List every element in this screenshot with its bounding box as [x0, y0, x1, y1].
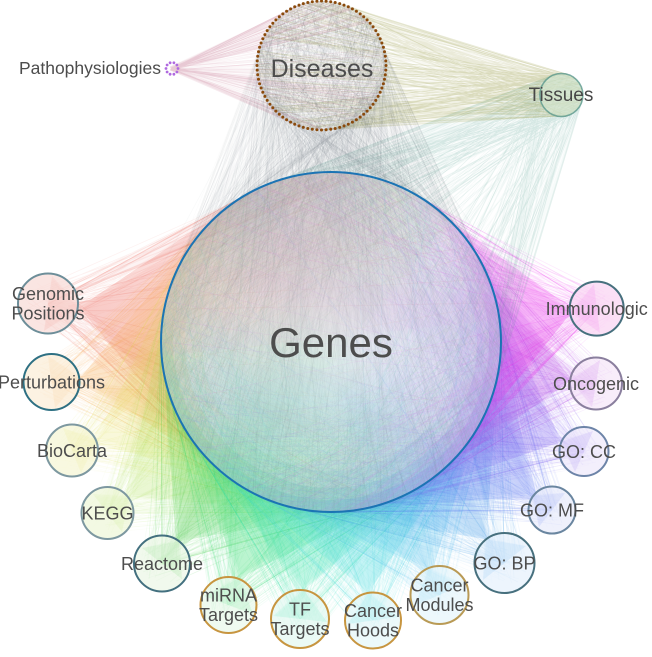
svg-text:TF: TF	[289, 600, 311, 620]
svg-text:Modules: Modules	[405, 595, 473, 615]
svg-text:GO: CC: GO: CC	[552, 442, 616, 462]
svg-text:miRNA: miRNA	[200, 586, 257, 606]
svg-text:Cancer: Cancer	[410, 576, 468, 596]
svg-text:Immunologic: Immunologic	[546, 299, 648, 319]
svg-text:Oncogenic: Oncogenic	[553, 374, 639, 394]
svg-text:KEGG: KEGG	[81, 503, 133, 523]
svg-text:Reactome: Reactome	[121, 554, 203, 574]
svg-text:Positions: Positions	[11, 304, 84, 324]
svg-text:Genomic: Genomic	[12, 284, 84, 304]
svg-text:BioCarta: BioCarta	[37, 441, 108, 461]
svg-text:Perturbations: Perturbations	[0, 372, 105, 392]
svg-text:Cancer: Cancer	[344, 601, 402, 621]
svg-text:Genes: Genes	[269, 319, 393, 366]
svg-text:Diseases: Diseases	[271, 55, 374, 83]
svg-text:GO: BP: GO: BP	[473, 553, 535, 573]
svg-text:Pathophysiologies: Pathophysiologies	[19, 58, 161, 78]
svg-text:Tissues: Tissues	[529, 85, 594, 106]
svg-text:Targets: Targets	[270, 619, 329, 639]
svg-text:Targets: Targets	[199, 605, 258, 625]
svg-text:Hoods: Hoods	[347, 621, 399, 641]
svg-text:GO: MF: GO: MF	[520, 500, 584, 520]
